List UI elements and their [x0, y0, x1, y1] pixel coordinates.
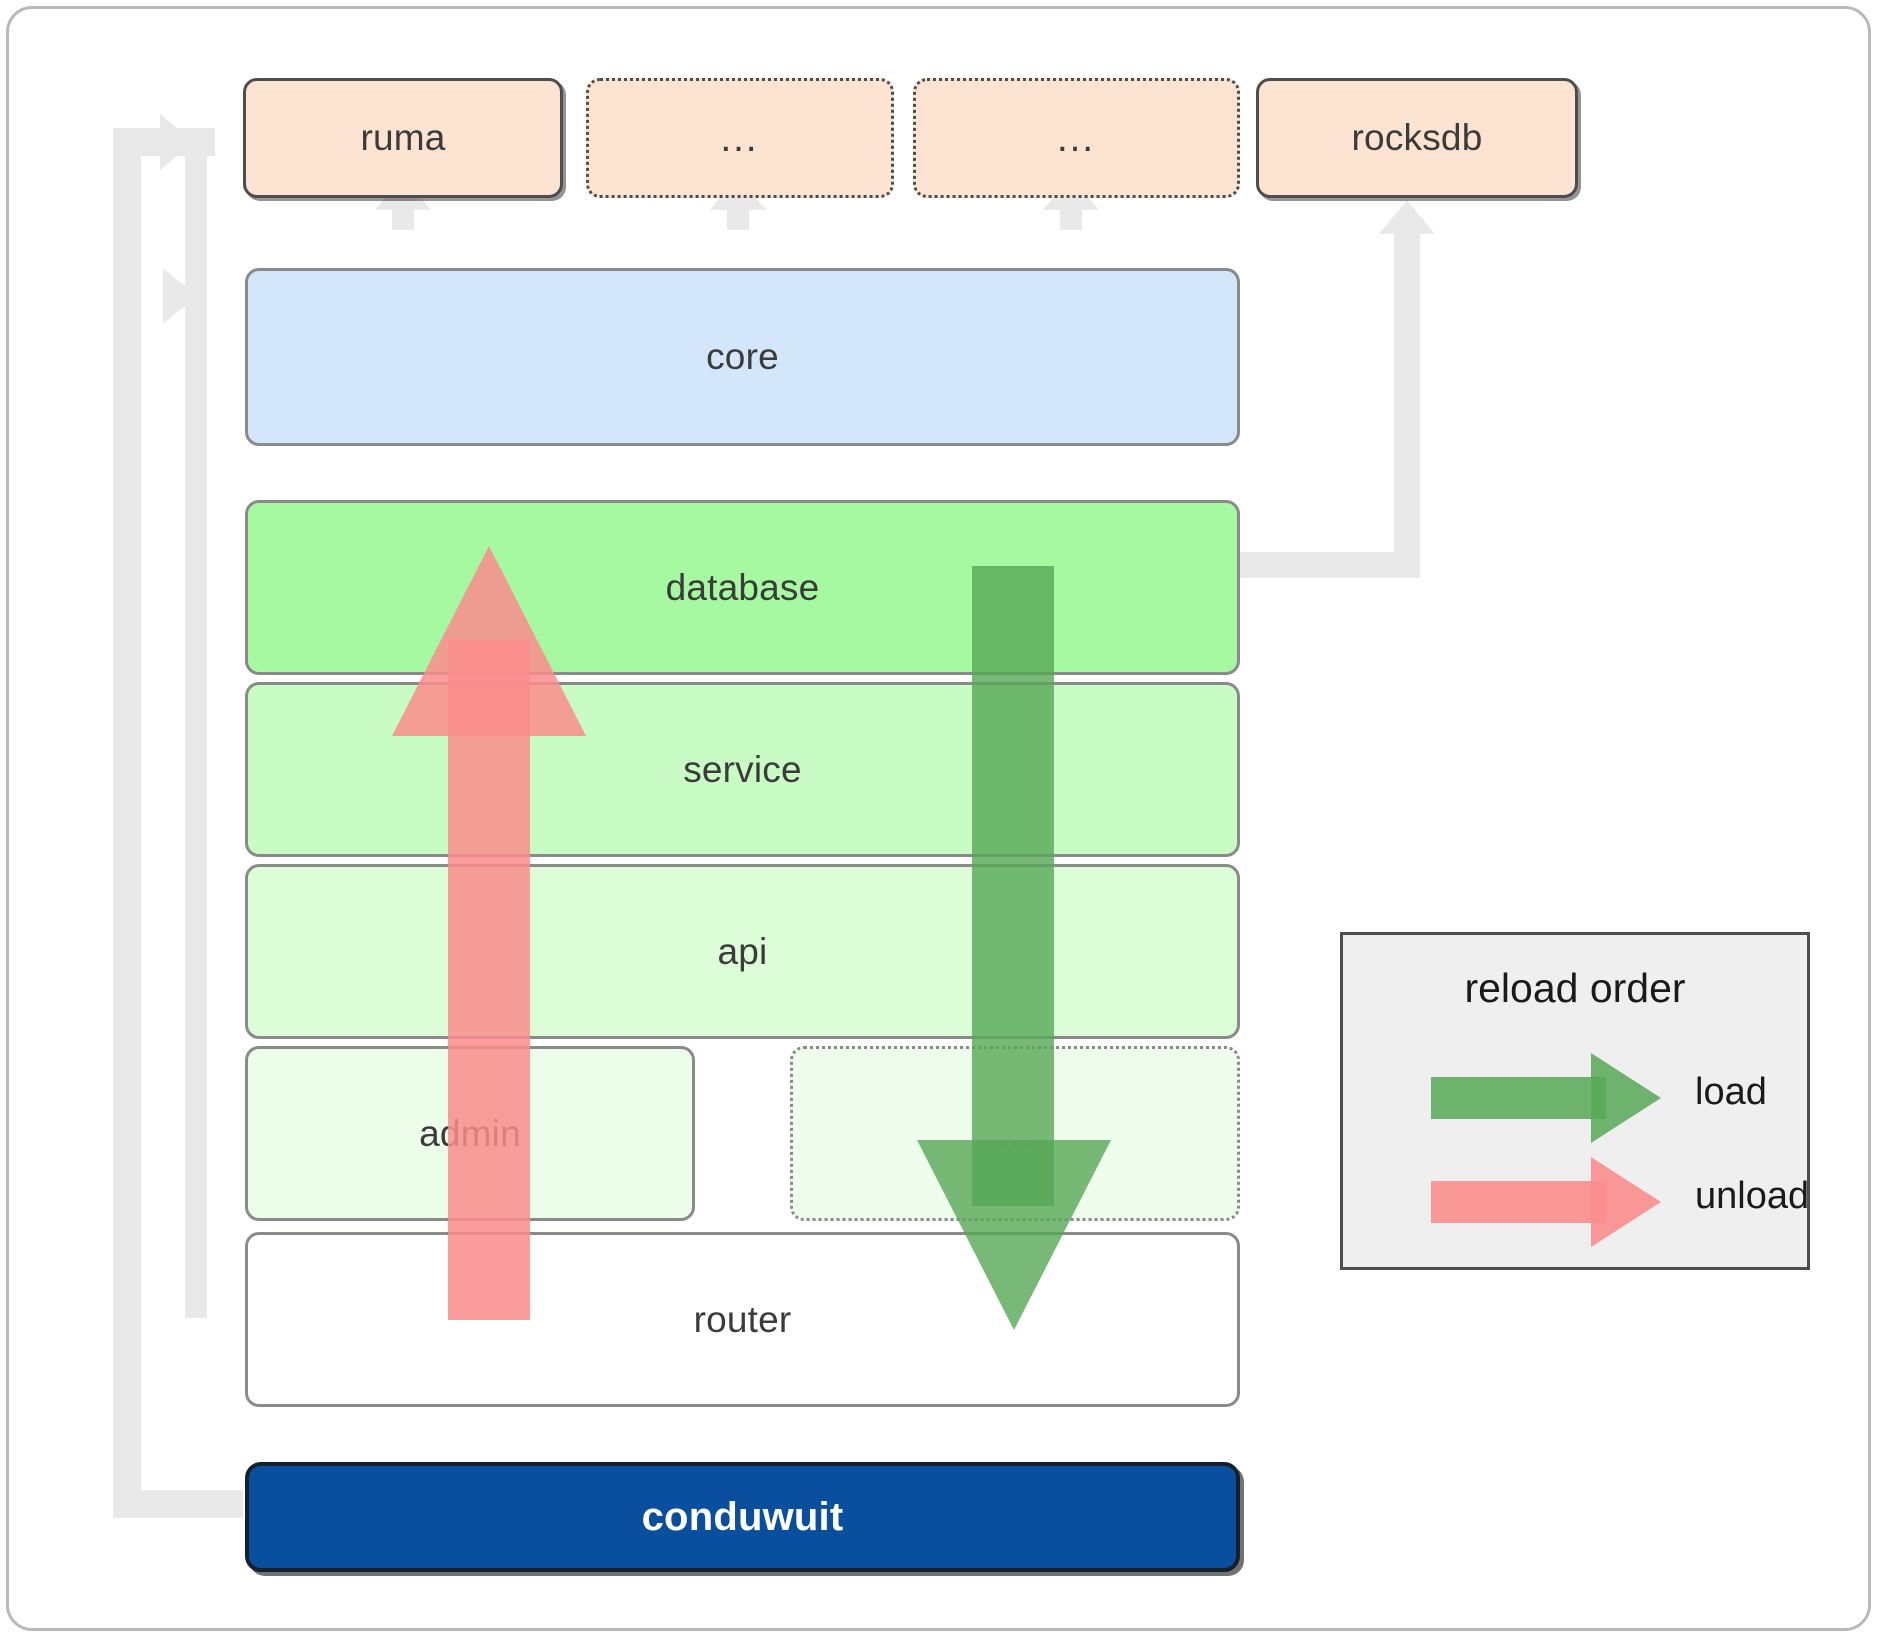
- binary-box-conduwuit[interactable]: conduwuit: [245, 1462, 1240, 1572]
- layer-label-database: database: [665, 566, 820, 608]
- crate-box-ellipsis-2[interactable]: …: [913, 78, 1240, 198]
- crate-box-ruma[interactable]: ruma: [243, 78, 563, 198]
- connector-branch-vertical: [185, 128, 207, 1318]
- layer-box-core[interactable]: core: [245, 268, 1240, 446]
- database-to-rocksdb-horizontal: [1220, 552, 1420, 578]
- database-to-rocksdb-vertical: [1394, 226, 1420, 556]
- legend-title: reload order: [1464, 965, 1686, 1011]
- layer-label-router: router: [693, 1298, 792, 1340]
- crate-label-ellipsis-1: …: [718, 115, 762, 160]
- unload-arrow-shaft: [448, 640, 530, 1320]
- legend-panel: reload order load unload: [1340, 932, 1810, 1270]
- load-arrow-head: [917, 1140, 1111, 1330]
- crate-label-ellipsis-2: …: [1055, 115, 1098, 160]
- layer-label-core: core: [706, 336, 779, 377]
- legend-row-unload: unload: [1343, 1157, 1810, 1247]
- crate-label-rocksdb: rocksdb: [1351, 117, 1483, 158]
- connector-trunk-vertical: [113, 128, 141, 1518]
- crate-box-ellipsis-1[interactable]: …: [586, 78, 894, 198]
- load-arrow-shaft: [972, 566, 1054, 1206]
- connector-to-binary: [113, 1490, 243, 1518]
- legend-load-arrow-shaft: [1431, 1077, 1606, 1119]
- layer-label-service: service: [683, 748, 802, 790]
- legend-row-load: load: [1343, 1053, 1807, 1143]
- layer-box-service[interactable]: service: [245, 682, 1240, 857]
- crate-box-rocksdb[interactable]: rocksdb: [1256, 78, 1578, 198]
- crate-label-ruma: ruma: [360, 117, 446, 158]
- legend-unload-arrow-head: [1591, 1157, 1661, 1247]
- connector-to-ruma-arrowhead: [160, 114, 194, 170]
- layer-box-api[interactable]: api: [245, 864, 1240, 1039]
- unload-arrow-head: [392, 546, 586, 736]
- legend-label-load: load: [1695, 1071, 1767, 1113]
- database-to-rocksdb-arrowhead: [1379, 200, 1435, 234]
- legend-label-unload: unload: [1695, 1175, 1810, 1217]
- legend-load-arrow-head: [1591, 1053, 1661, 1143]
- binary-label-conduwuit: conduwuit: [641, 1494, 844, 1539]
- legend-unload-arrow-shaft: [1431, 1181, 1606, 1223]
- connector-to-core-arrowhead: [163, 268, 197, 324]
- layer-label-api: api: [717, 930, 768, 972]
